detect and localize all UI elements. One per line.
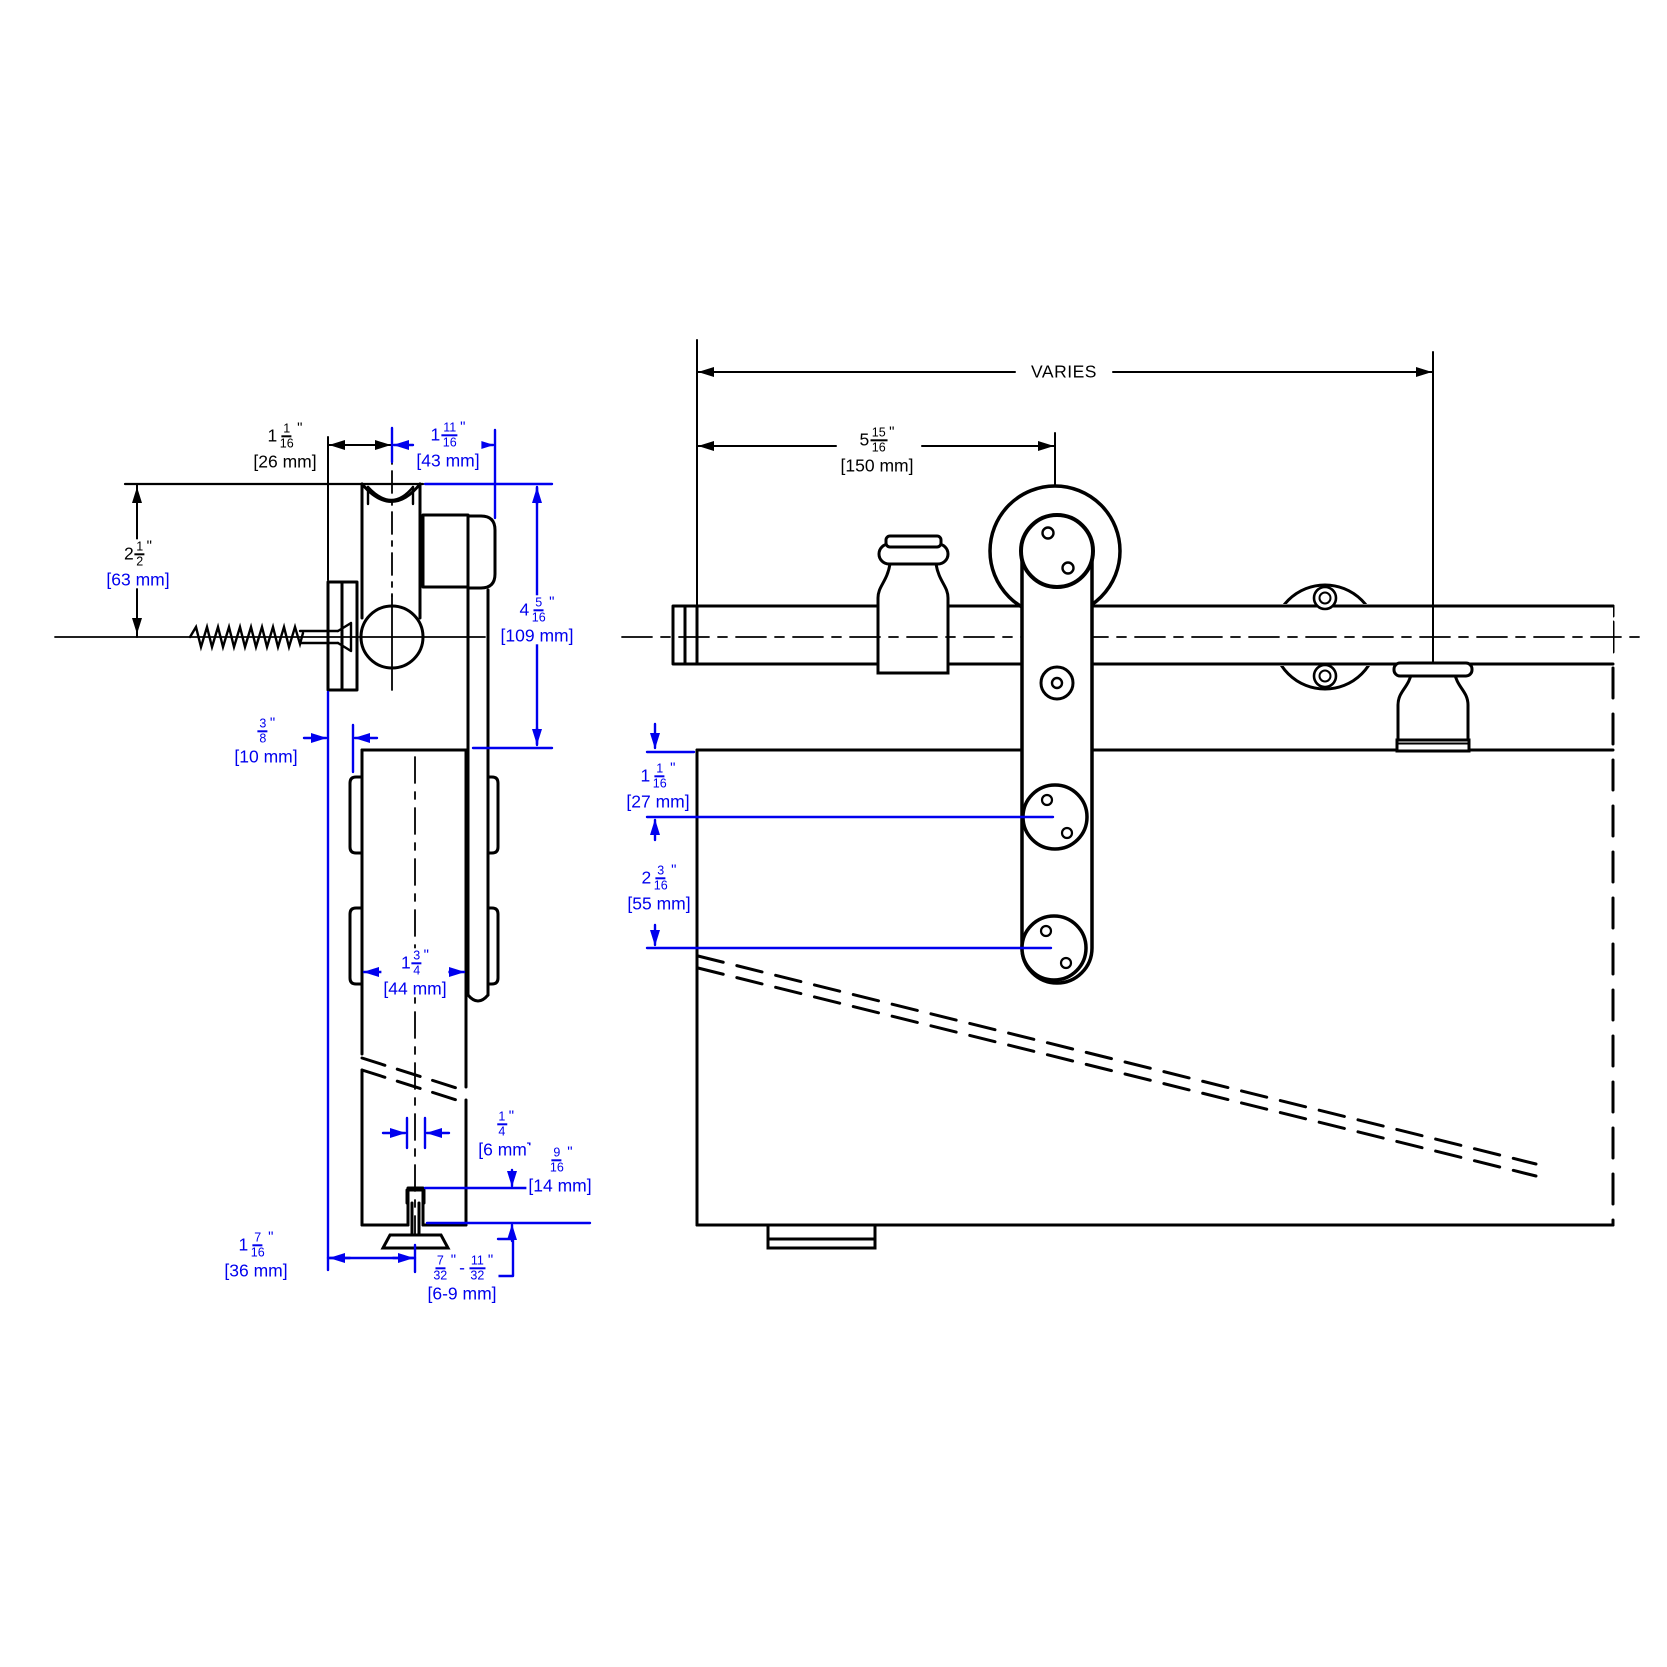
floor-guide-side: [380, 1188, 451, 1250]
rail-end-cap: [671, 604, 699, 666]
rail-front: [671, 585, 1615, 689]
dim-varies: VARIES: [1029, 361, 1099, 382]
door-panel-front: [695, 604, 1615, 1250]
door-stop-left: [876, 534, 950, 675]
lag-screw-icon: [188, 621, 353, 653]
dim-lines-black-front: [696, 339, 1434, 664]
dim-lines-blue-front: [645, 722, 1055, 950]
standoff-screws: [1312, 585, 1338, 689]
wall-standoff-flange: [326, 580, 359, 692]
front-view: [621, 339, 1649, 1250]
dim-lines-black-side: [132, 436, 393, 638]
hanger-strap-front: [988, 484, 1122, 985]
door-stop-right: [1392, 661, 1474, 753]
strap-bolt-1: [1021, 783, 1089, 851]
strap-bolt-bosses: [348, 775, 500, 986]
side-view: [54, 426, 592, 1278]
roller-hub: [1019, 513, 1095, 589]
roller-wheel-profile: [360, 482, 422, 620]
hanger-strap-side: [421, 513, 497, 1003]
